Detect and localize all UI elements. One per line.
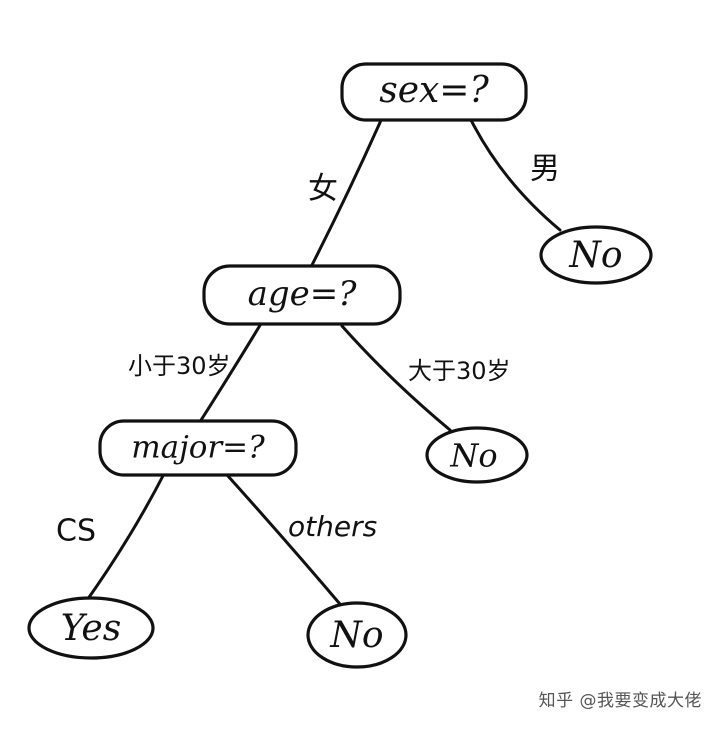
leaf-cs-yes-label: Yes xyxy=(61,608,121,649)
leaf-sex-no: No xyxy=(539,225,653,285)
leaf-others-no: No xyxy=(306,601,408,669)
leaf-cs-yes: Yes xyxy=(27,596,155,660)
edge-label-cs: CS xyxy=(56,514,96,549)
node-sex: sex=? xyxy=(340,62,528,122)
edge-label-male: 男 xyxy=(530,152,560,187)
node-major-label: major=? xyxy=(131,430,265,466)
node-age-label: age=? xyxy=(248,274,358,314)
edge-label-others: others xyxy=(288,510,377,543)
watermark: 知乎 @我要变成大佬 xyxy=(538,691,702,711)
node-sex-label: sex=? xyxy=(379,70,489,111)
leaf-age-no-label: No xyxy=(449,437,497,475)
leaf-sex-no-label: No xyxy=(568,235,622,276)
edge-age-to-no xyxy=(340,324,452,432)
edge-label-female: 女 xyxy=(308,172,338,207)
leaf-others-no-label: No xyxy=(329,615,383,656)
edge-sex-to-no xyxy=(466,112,562,232)
node-age: age=? xyxy=(202,264,402,326)
edge-age-to-major xyxy=(194,320,264,430)
edge-sex-to-age xyxy=(310,116,384,267)
edge-major-to-no xyxy=(226,474,347,612)
leaf-age-no: No xyxy=(425,426,529,484)
edge-label-over30: 大于30岁 xyxy=(408,357,511,385)
edge-major-to-yes xyxy=(83,470,167,605)
node-major: major=? xyxy=(98,419,298,477)
edge-label-under30: 小于30岁 xyxy=(128,352,231,380)
